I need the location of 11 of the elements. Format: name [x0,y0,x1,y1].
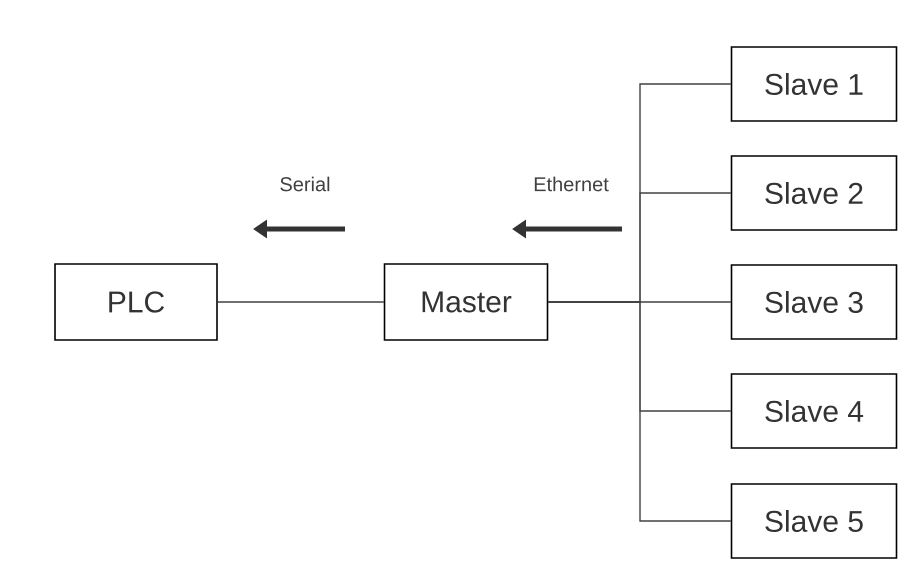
connector-line [548,301,731,522]
device-box: Master [384,263,548,341]
device-box: Slave 2 [730,155,898,231]
device-box: PLC [54,263,218,341]
device-box: Slave 3 [730,264,898,340]
device-box: Slave 1 [730,46,898,122]
network-label: Serial [280,176,330,192]
network-label: Ethernet [534,176,609,192]
connector-line [218,301,384,303]
device-box: Slave 4 [730,373,898,449]
device-box: Slave 5 [730,483,898,559]
